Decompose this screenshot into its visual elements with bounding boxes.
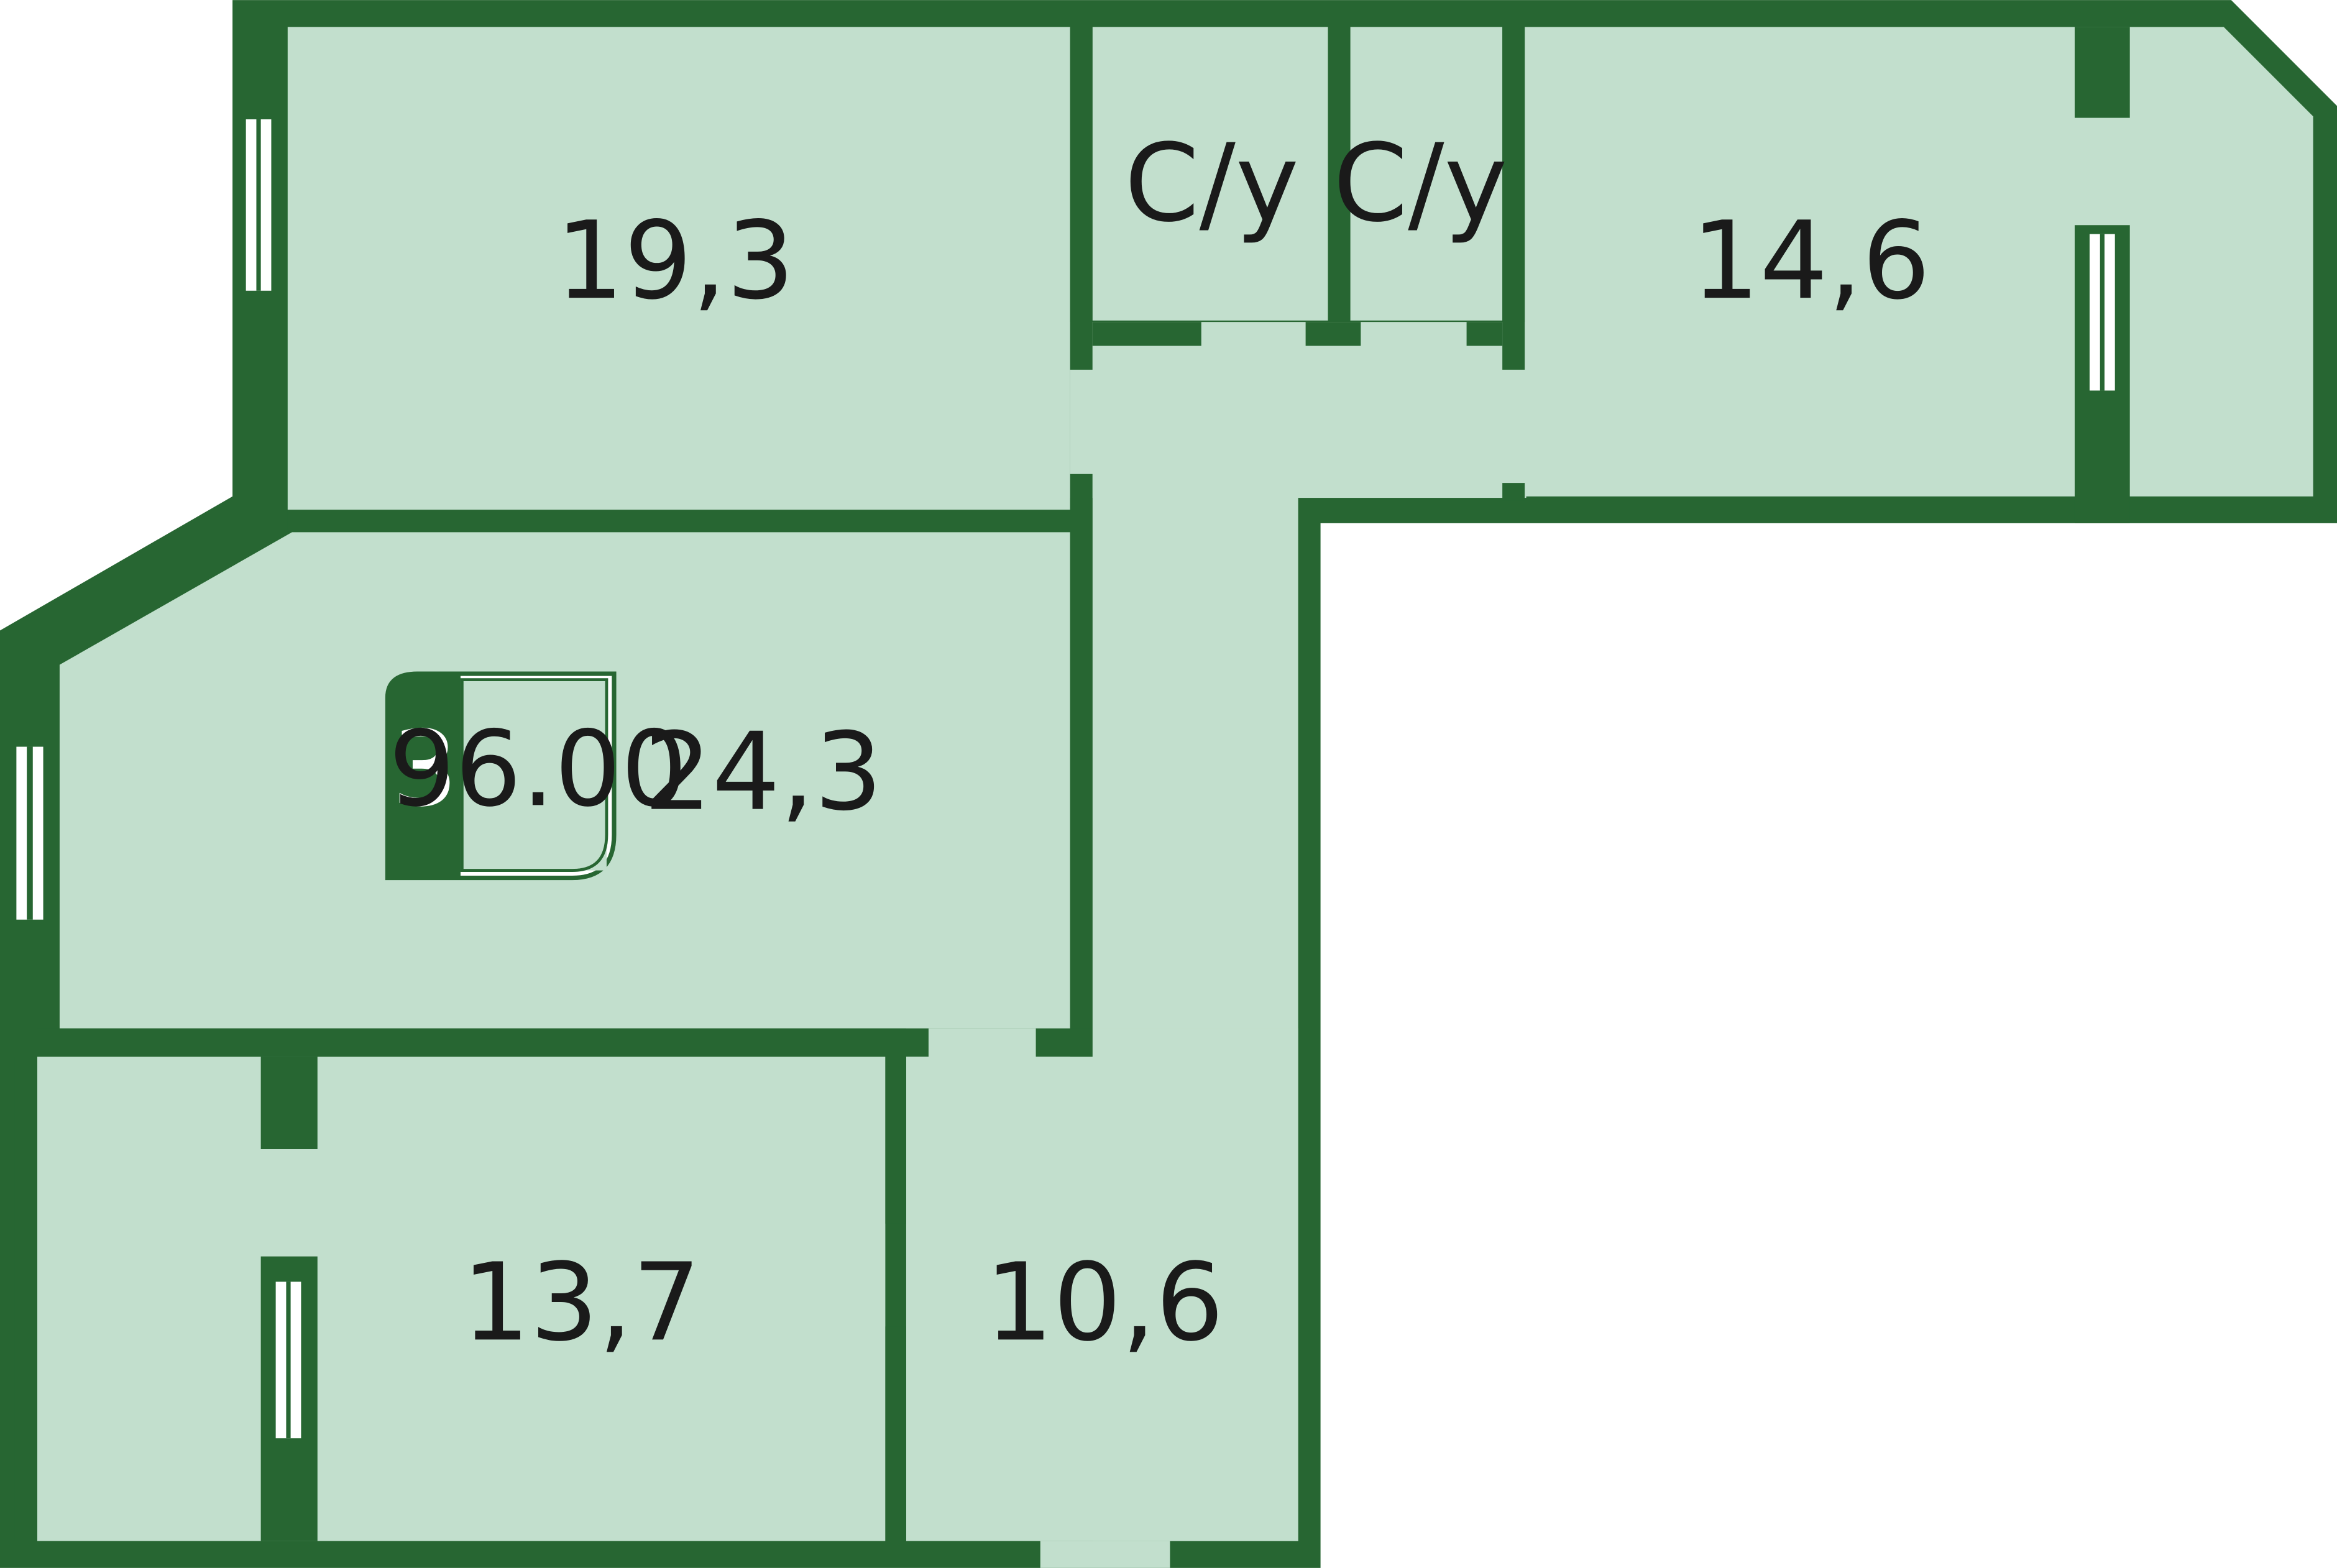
door-mullion — [286, 1281, 291, 1439]
bathroom-1-label: С/у — [1124, 121, 1299, 245]
wall-living-right — [1070, 474, 1093, 1057]
wall-living-top — [287, 510, 1070, 533]
wall-stub-corridor — [1502, 483, 1525, 501]
bathroom-2-floor — [1350, 27, 1503, 321]
wall-living-door-stub — [1035, 1028, 1093, 1057]
wall-bath-2-bottom — [1466, 322, 1503, 346]
wall-bath-partition-foot — [1305, 322, 1361, 346]
window-mullion — [27, 746, 33, 920]
wall-top-right-pier — [2074, 27, 2130, 118]
window-room-top-left — [246, 119, 272, 291]
room-top-right-area: 14,6 — [1691, 198, 1930, 323]
bathroom-2-label: С/у — [1333, 121, 1508, 245]
badge-area-corner — [460, 678, 608, 872]
entrance-gap — [1040, 1541, 1170, 1568]
door-mullion — [2100, 234, 2105, 391]
badge-rooms-count: 3 — [392, 708, 458, 830]
room-labels: 19,3 С/у С/у 14,6 24,3 13,7 10,6 — [462, 121, 1931, 1365]
balcony-door-bottom-left — [260, 1256, 318, 1541]
wall-room-top-left-right — [1070, 27, 1093, 370]
room-bottom-left-area: 13,7 — [462, 1240, 700, 1365]
window-mullion — [256, 119, 261, 291]
badge-rooms-block — [387, 674, 461, 878]
window-living-room — [16, 746, 44, 920]
windows — [16, 119, 2130, 1541]
bathroom-1-floor — [1092, 27, 1328, 321]
wall-bottom-room-right-lower — [885, 1326, 906, 1541]
wall-living-bottom — [37, 1028, 929, 1057]
balcony-door-top-right — [2074, 225, 2130, 523]
interior-walls — [14, 27, 2130, 1541]
wall-bath-partition — [1328, 27, 1351, 321]
wall-bottom-room-pier — [260, 1057, 318, 1149]
apartment-badge: 3 96.00 — [385, 671, 687, 881]
floor-areas — [37, 27, 2313, 1568]
living-room-area: 24,3 — [644, 710, 883, 835]
badge-total-area: 96.00 — [388, 708, 687, 830]
hallway-lower-floor — [906, 1028, 1298, 1541]
hallway-area: 10,6 — [985, 1240, 1224, 1365]
wall-left-thin — [14, 1057, 37, 1541]
wall-bath-2-right — [1502, 27, 1525, 370]
wall-bottom-room-right-upper — [885, 1057, 906, 1224]
room-top-left-area: 19,3 — [556, 198, 794, 323]
wall-bath-1-bottom — [1092, 322, 1201, 346]
corridor-top-floor — [1070, 322, 1527, 498]
room-top-left-floor — [287, 27, 1070, 510]
room-bottom-left-floor — [37, 1057, 886, 1541]
